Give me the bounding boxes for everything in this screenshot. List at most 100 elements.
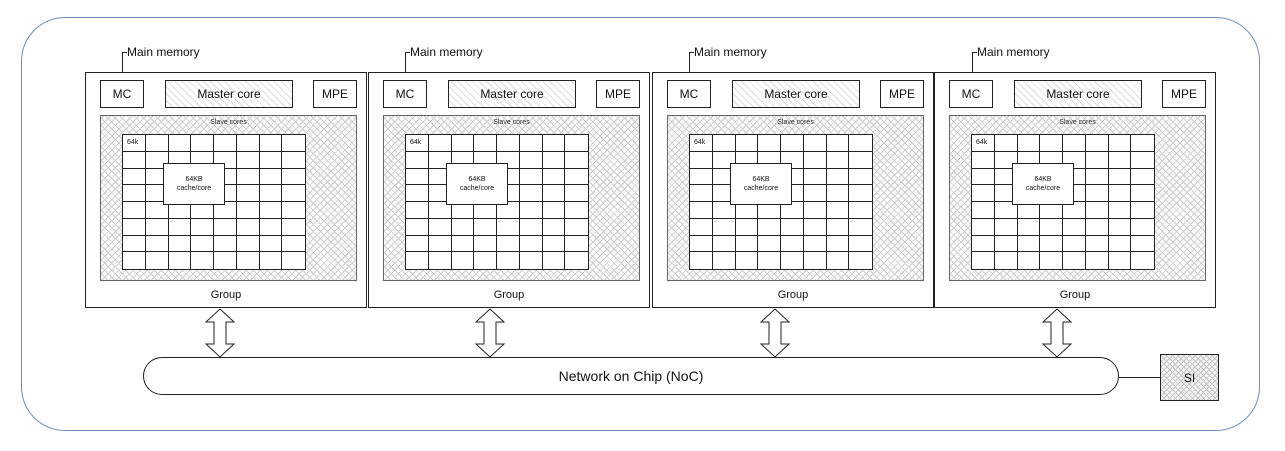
slave-core-cell [497, 202, 520, 219]
slave-core-cell [1017, 135, 1041, 152]
slave-core-cell [282, 185, 305, 202]
mpe-box: MPE [596, 80, 640, 108]
cache-desc: cache/core [743, 185, 779, 192]
slave-core-cell [236, 168, 260, 186]
core-memory-label: 64k [127, 139, 139, 146]
slave-core-cell [1017, 218, 1041, 236]
slave-core-cell [474, 235, 497, 253]
slave-core-cell [827, 252, 850, 269]
slave-core-cell [282, 202, 305, 219]
slave-core-cell [972, 202, 995, 219]
slave-core-cell [236, 235, 260, 253]
slave-core-cell [497, 135, 520, 152]
master-core-box: Master core [448, 80, 576, 108]
slave-core-cell [145, 135, 169, 152]
slave-core-cell [214, 252, 237, 269]
slave-core-cell [712, 202, 736, 219]
slave-core-cell [1086, 252, 1109, 269]
slave-core-cell [519, 135, 543, 152]
slave-core-cell [428, 235, 452, 253]
slave-core-cell [1017, 202, 1041, 219]
slave-core-cell [758, 235, 781, 253]
cache-box: 64KB cache/core [1012, 163, 1074, 205]
mpe-box: MPE [1162, 80, 1206, 108]
slave-core-cell [236, 202, 260, 219]
slave-core-cell [406, 151, 429, 169]
slave-core-cell [406, 252, 429, 269]
slave-core-cell [519, 202, 543, 219]
slave-core-cell [406, 202, 429, 219]
slave-core-cell [735, 235, 759, 253]
slave-core-cell [565, 152, 588, 169]
slave-core-cell [1131, 185, 1154, 202]
slave-core-cell [145, 151, 169, 169]
slave-core-cell: 64k [123, 135, 146, 152]
slave-core-cell [803, 135, 827, 152]
slave-core-cell [191, 202, 214, 219]
slave-core-cell [972, 252, 995, 269]
slave-core-cell [849, 135, 872, 152]
master-core-box: Master core [165, 80, 293, 108]
slave-core-cell [1108, 168, 1132, 186]
slave-core-cell [690, 202, 713, 219]
core-memory-label: 64k [694, 139, 706, 146]
slave-core-cell [236, 135, 260, 152]
slave-core-cell [781, 185, 804, 202]
slave-core-cell [1040, 235, 1063, 253]
slave-core-cell [781, 252, 804, 269]
slave-core-cell [690, 185, 713, 202]
slave-core-cell [497, 252, 520, 269]
cache-size: 64KB [185, 176, 203, 183]
slave-core-cell [168, 202, 192, 219]
slave-core-cell [497, 168, 520, 186]
slave-core-cell [1085, 185, 1109, 202]
slave-core-cell [1063, 218, 1086, 236]
slave-cores-label: Slave cores [493, 119, 530, 126]
slave-core-cell [259, 235, 283, 253]
slave-cores-label: Slave cores [1059, 119, 1096, 126]
slave-core-cell [826, 135, 850, 152]
slave-core-cell [565, 185, 588, 202]
mpe-box: MPE [880, 80, 924, 108]
slave-core-cell [736, 252, 759, 269]
slave-core-cell [214, 151, 237, 169]
slave-core-cell [429, 252, 452, 269]
slave-core-cell [803, 168, 827, 186]
group-label: Group [1059, 289, 1091, 301]
slave-core-cell [1063, 185, 1086, 202]
slave-core-cell [123, 202, 146, 219]
slave-core-cell [542, 168, 566, 186]
slave-core-cell [123, 235, 146, 253]
slave-core-cell [451, 202, 475, 219]
slave-core-cell [565, 219, 588, 236]
slave-core-cell [826, 202, 850, 219]
slave-core-cell [712, 218, 736, 236]
mpe-box: MPE [313, 80, 357, 108]
network-on-chip: Network on Chip (NoC) [143, 357, 1119, 395]
slave-core-cell [452, 252, 475, 269]
slave-core-cell [994, 151, 1018, 169]
slave-core-cell [1131, 202, 1154, 219]
slave-core-cell [497, 151, 520, 169]
slave-core-cell [542, 185, 566, 202]
slave-core-cell [451, 218, 475, 236]
slave-core-cell [474, 218, 497, 236]
slave-core-cell [781, 135, 804, 152]
slave-core-cell [781, 202, 804, 219]
slave-core-cell [1108, 135, 1132, 152]
slave-core-cell [1085, 135, 1109, 152]
slave-core-cell [123, 218, 146, 236]
noc-label: Network on Chip (NoC) [558, 368, 704, 384]
slave-core-cell [1085, 202, 1109, 219]
bidirectional-arrow-icon [1041, 308, 1073, 358]
slave-core-cell [804, 252, 827, 269]
slave-core-cell [406, 218, 429, 236]
slave-core-cell [826, 235, 850, 253]
main-memory-label: Main memory [694, 45, 767, 59]
slave-core-cell [690, 235, 713, 253]
slave-core-cell [712, 235, 736, 253]
chip-boundary [21, 17, 1260, 431]
slave-core-cell [758, 218, 781, 236]
slave-core-cell [236, 151, 260, 169]
slave-core-cell [428, 202, 452, 219]
